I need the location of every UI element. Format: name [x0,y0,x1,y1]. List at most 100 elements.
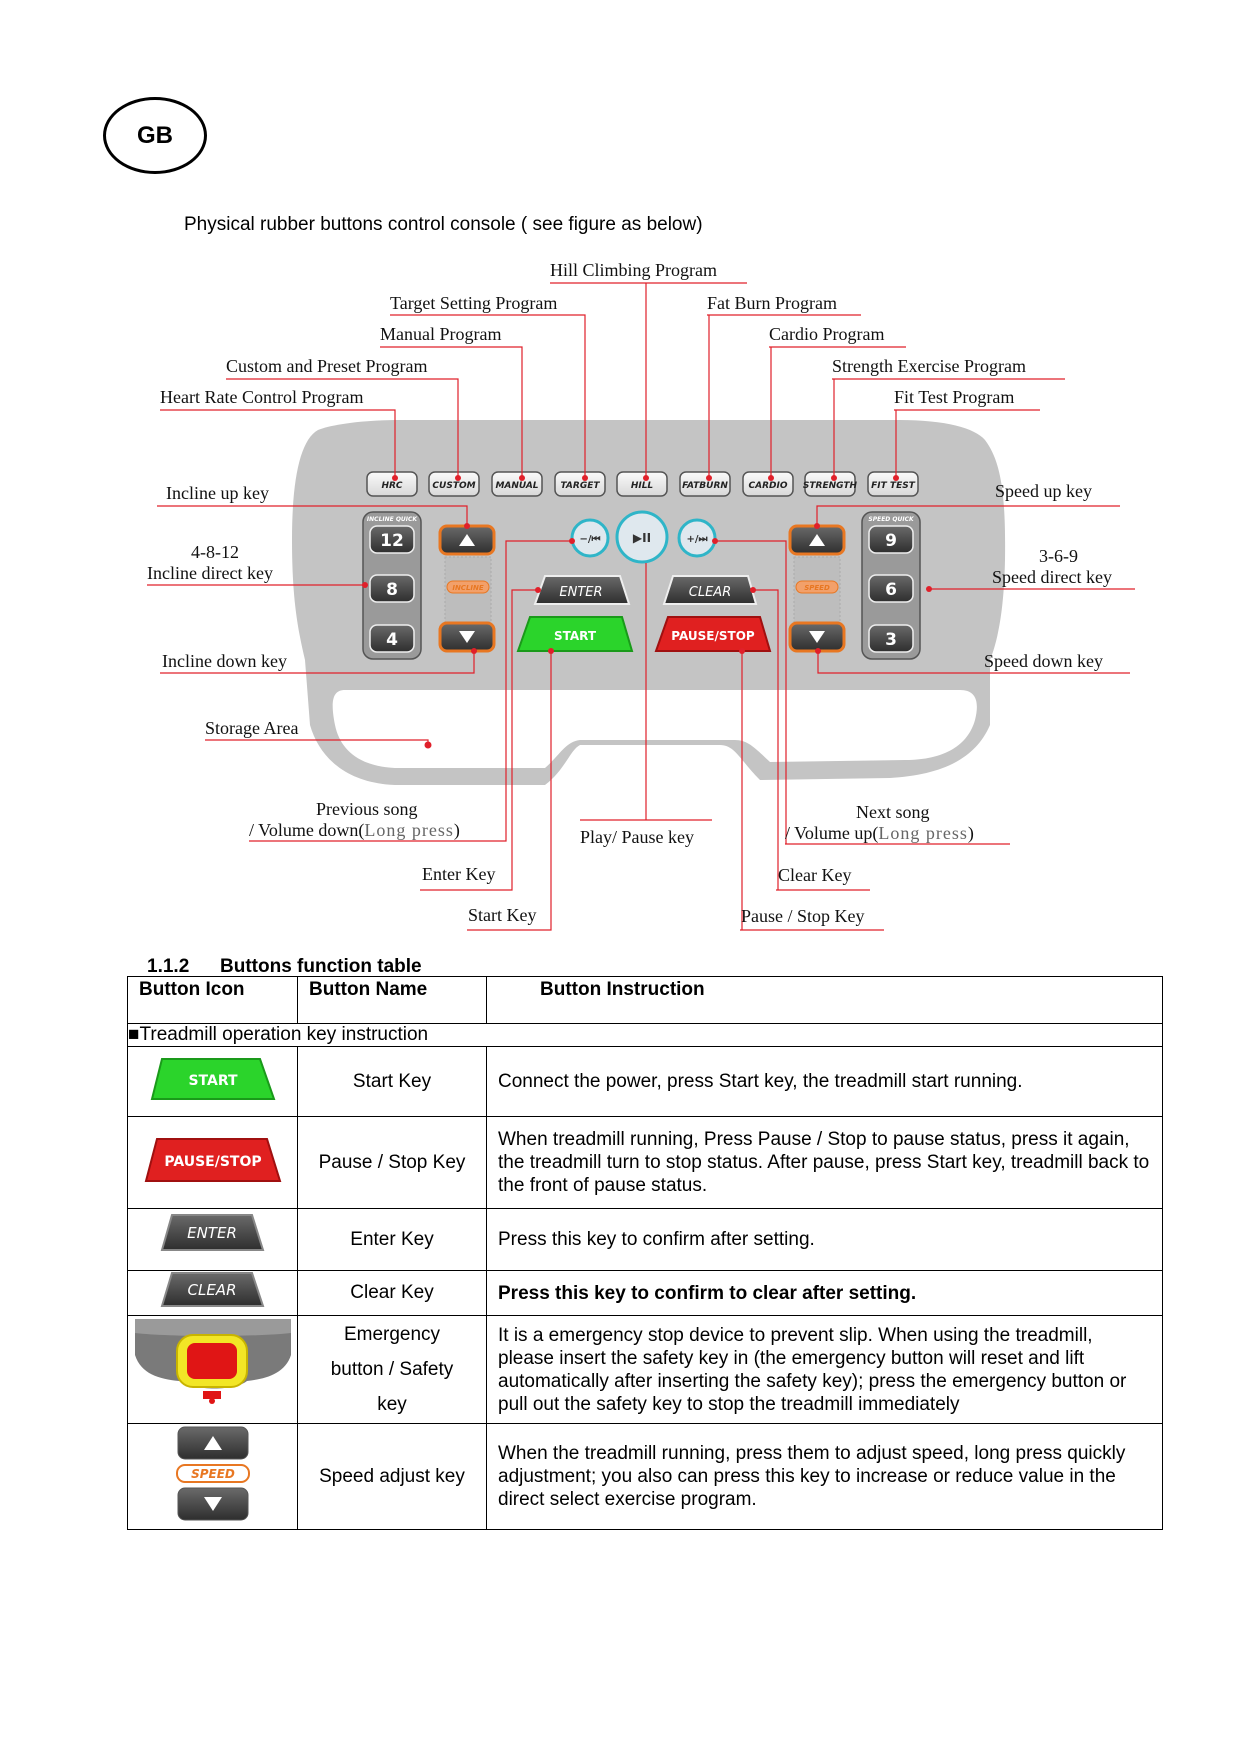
svg-text:▶II: ▶II [633,531,651,545]
svg-text:SPEED: SPEED [191,1467,235,1481]
speed-instruction-cell: When the treadmill running, press them t… [486,1423,1163,1530]
enter-key-label: Enter Key [422,864,495,884]
program-buttons: HRC CUSTOM MANUAL TARGET HILL FATBURN CA… [366,471,919,497]
svg-text:SPEED: SPEED [804,584,830,592]
intro-text: Physical rubber buttons control console … [184,214,703,235]
speed-direct-values: 3-6-9 [1039,546,1078,566]
callout-labels: Hill Climbing Program Target Setting Pro… [147,260,1112,926]
target-setting-label: Target Setting Program [390,293,557,313]
next-song-label: Next song [856,802,930,822]
heart-rate-label: Heart Rate Control Program [160,387,363,407]
table-row: PAUSE/STOP Pause / Stop Key When treadmi… [127,1116,1163,1209]
fit-test-label: Fit Test Program [894,387,1014,407]
target-button[interactable]: TARGET [560,481,600,491]
pause-stop-key-icon: PAUSE/STOP [144,1137,281,1182]
speed-6-key[interactable]: 6 [885,580,897,600]
start-instruction-cell: Connect the power, press Start key, the … [486,1046,1163,1117]
svg-text:START: START [188,1073,238,1089]
svg-text:/ Volume down(Long press): / Volume down(Long press) [249,820,460,841]
volume-up-label: / Volume up( [785,823,878,844]
svg-text:CLEAR: CLEAR [689,585,731,600]
cardio-button[interactable]: CARDIO [749,481,788,491]
fatburn-button[interactable]: FATBURN [682,481,728,491]
svg-text:INCLINE QUICK: INCLINE QUICK [367,516,419,523]
speed-direct-label: Speed direct key [992,567,1112,587]
start-button[interactable] [516,616,634,652]
fit-test-button[interactable]: FIT TEST [871,481,916,491]
start-key-icon: START [150,1057,275,1100]
incline-8-key[interactable]: 8 [386,580,398,600]
arrow-up-icon [459,534,475,546]
svg-text:−/⏮: −/⏮ [579,534,600,545]
enter-name-cell: Enter Key [297,1208,487,1271]
incline-up-label: Incline up key [166,483,269,503]
table-row: START Start Key Connect the power, press… [127,1046,1163,1117]
clear-key-icon: CLEAR [160,1272,264,1307]
speed-icon-cell: SPEED [127,1423,298,1530]
speed-name-cell: Speed adjust key [297,1423,487,1530]
enter-button[interactable] [533,575,631,605]
incline-down-label: Incline down key [162,651,287,671]
clear-key-label: Clear Key [778,865,851,885]
svg-text:+/⏭: +/⏭ [686,534,707,545]
custom-preset-label: Custom and Preset Program [226,356,427,376]
clear-icon-cell: CLEAR [127,1270,298,1316]
console-body [292,420,1006,785]
console-figure: HRC CUSTOM MANUAL TARGET HILL FATBURN CA… [147,260,1135,931]
hill-button[interactable]: HILL [631,481,654,491]
svg-text:CLEAR: CLEAR [187,1281,236,1299]
emergency-icon-cell [127,1315,298,1424]
manual-button[interactable]: MANUAL [495,481,538,491]
incline-4-key[interactable]: 4 [386,630,398,650]
incline-direct-label: Incline direct key [147,563,273,583]
table-group-row: ■Treadmill operation key instruction [127,1023,1163,1047]
incline-arrow-keys: INCLINE [438,524,496,653]
header-button-instruction: Button Instruction [486,976,1163,1024]
table-row: Emergency button / Safety key It is a em… [127,1315,1163,1424]
start-name-cell: Start Key [297,1046,487,1117]
storage-area-label: Storage Area [205,718,298,738]
pause-icon-cell: PAUSE/STOP [127,1116,298,1209]
speed-quick-panel: SPEED QUICK 9 6 3 [861,511,921,660]
group-label: ■Treadmill operation key instruction [127,1023,1163,1047]
arrow-down-icon [459,631,475,643]
incline-direct-values: 4-8-12 [191,542,239,562]
speed-3-key[interactable]: 3 [885,630,897,650]
speed-down-label: Speed down key [984,651,1103,671]
svg-text:ENTER: ENTER [187,1224,237,1242]
enter-icon-cell: ENTER [127,1208,298,1271]
speed-arrow-keys: SPEED [788,524,846,653]
play-pause-label: Play/ Pause key [580,827,694,847]
strength-button[interactable]: STRENGTH [803,481,858,491]
custom-button[interactable]: CUSTOM [432,481,475,491]
arrow-up-icon [809,534,825,546]
previous-song-label: Previous song [316,799,418,819]
emergency-name-cell: Emergency button / Safety key [297,1315,487,1424]
start-icon-cell: START [127,1046,298,1117]
svg-text:INCLINE: INCLINE [452,584,484,592]
section-number: 1.1.2 [147,956,190,977]
svg-text:/ Volume up(Long press): / Volume up(Long press) [785,823,974,844]
enter-key-icon: ENTER [160,1214,264,1251]
table-row: ENTER Enter Key Press this key to confir… [127,1208,1163,1271]
incline-quick-panel: INCLINE QUICK 12 8 4 [362,511,422,660]
speed-adjust-icon: SPEED [175,1426,250,1520]
svg-text:PAUSE/STOP: PAUSE/STOP [164,1154,261,1170]
pause-stop-button[interactable] [654,616,772,652]
incline-12-key[interactable]: 12 [380,531,404,551]
clear-button[interactable] [662,575,758,605]
strength-program-label: Strength Exercise Program [832,356,1026,376]
hrc-button[interactable]: HRC [381,481,402,491]
main-action-buttons: ENTER CLEAR START PAUSE/STOP [516,575,772,652]
play-pause-button[interactable] [615,510,669,564]
enter-instruction-cell: Press this key to confirm after setting. [486,1208,1163,1271]
speed-9-key[interactable]: 9 [885,531,897,551]
media-buttons: −/⏮ ▶II +/⏭ [570,510,717,564]
pause-instruction-cell: When treadmill running, Press Pause / St… [486,1116,1163,1209]
cardio-program-label: Cardio Program [769,324,884,344]
emergency-instruction-cell: It is a emergency stop device to prevent… [486,1315,1163,1424]
callout-lines [147,282,1135,931]
clear-name-cell: Clear Key [297,1270,487,1316]
fat-burn-label: Fat Burn Program [707,293,837,313]
header-button-icon: Button Icon [127,976,298,1024]
